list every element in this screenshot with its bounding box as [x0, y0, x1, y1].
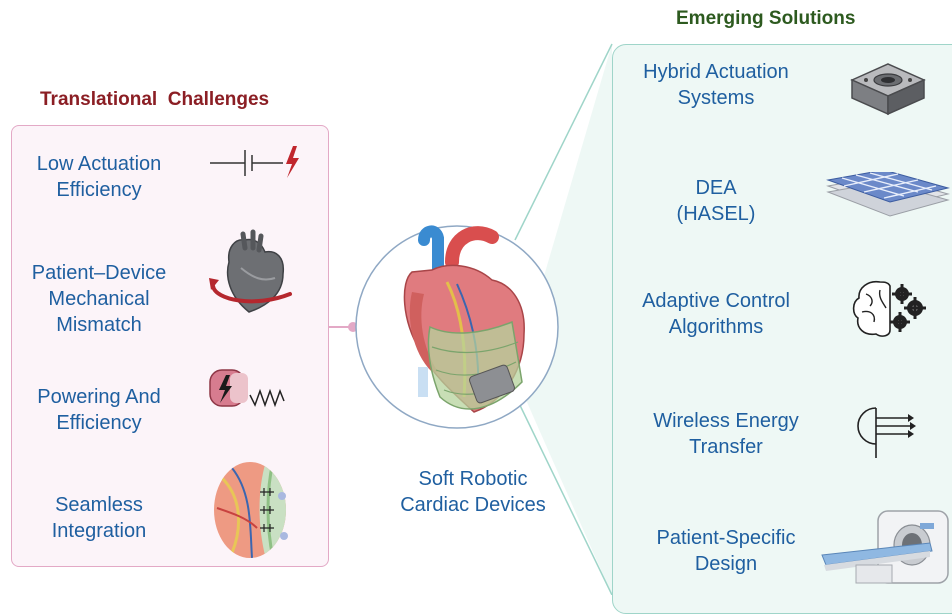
solution-dea-hasel: DEA (HASEL)	[621, 175, 811, 227]
challenge-line: Mechanical	[48, 288, 150, 310]
solution-line: Wireless Energy	[653, 410, 799, 432]
connector-layer	[329, 43, 613, 595]
challenge-line: Efficiency	[56, 179, 142, 201]
ct-scanner-icon	[821, 510, 949, 584]
zoom-cone	[515, 44, 612, 595]
challenge-integration: Seamless Integration	[14, 492, 184, 544]
challenge-line: Efficiency	[56, 412, 142, 434]
heart-with-soft-robotic-sleeve-icon	[355, 225, 559, 429]
solutions-title: Emerging Solutions	[676, 8, 856, 29]
solution-patient-specific: Patient-Specific Design	[631, 525, 821, 577]
challenge-line: Low Actuation	[36, 153, 162, 175]
heart-rotation-icon	[209, 229, 292, 313]
challenge-low-actuation: Low Actuation Efficiency	[14, 151, 184, 203]
solution-line: Adaptive Control	[642, 290, 790, 312]
center-label-line: Cardiac Devices	[400, 494, 546, 516]
challenge-line: Mismatch	[56, 314, 142, 336]
solution-line: Design	[694, 553, 758, 575]
center-label-line: Soft Robotic	[418, 468, 528, 490]
wireless-transmitter-icon	[857, 407, 916, 458]
battery-lightning-icon	[210, 146, 299, 178]
layered-electrode-sheet-icon	[826, 172, 950, 217]
zoom-line-bottom	[514, 394, 613, 595]
solution-line: Algorithms	[668, 316, 764, 338]
challenge-line: Powering And	[37, 386, 161, 408]
challenges-title: Translational Challenges	[40, 89, 270, 110]
challenge-line: Integration	[51, 520, 147, 542]
zoom-line-top	[514, 43, 613, 241]
solution-hybrid-actuation: Hybrid Actuation Systems	[621, 59, 811, 111]
challenge-line: Seamless	[55, 494, 143, 516]
actuator-block-icon	[850, 63, 926, 116]
solution-line: DEA	[695, 177, 737, 199]
solution-wireless-energy: Wireless Energy Transfer	[631, 408, 821, 460]
solution-line: Patient-Specific	[656, 527, 796, 549]
solution-line: (HASEL)	[676, 203, 756, 225]
solution-line: Hybrid Actuation	[643, 61, 789, 83]
solution-line: Systems	[677, 87, 755, 109]
challenge-line: Patient–Device	[31, 262, 167, 284]
center-label: Soft Robotic Cardiac Devices	[378, 466, 568, 518]
solution-line: Transfer	[689, 436, 763, 458]
brain-gears-icon	[852, 280, 926, 337]
solution-adaptive-control: Adaptive Control Algorithms	[621, 288, 811, 340]
challenge-mechanical-mismatch: Patient–Device Mechanical Mismatch	[14, 260, 184, 338]
tissue-suture-icon	[214, 462, 288, 558]
challenge-powering: Powering And Efficiency	[14, 384, 184, 436]
implant-battery-wave-icon	[209, 369, 285, 408]
